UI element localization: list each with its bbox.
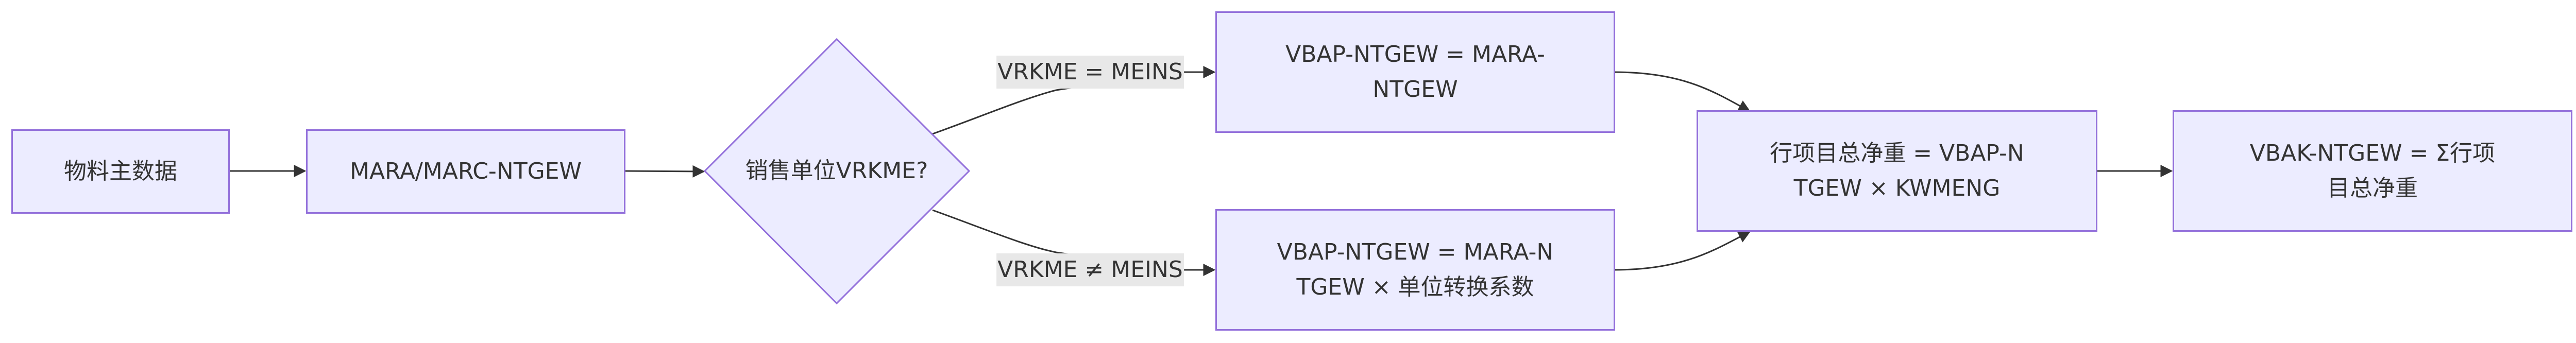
edge-decision-to-notequal [932,209,1216,276]
node-material-master-label: 物料主数据 [64,158,177,184]
node-vbap-equal-label: VBAP-NTGEW = MARA-NTGEW [1285,41,1545,102]
node-vbap-equal: VBAP-NTGEW = MARA-NTGEW [1215,11,1615,133]
node-header-net-weight: VBAK-NTGEW = Σ行项目总净重 [2173,110,2572,232]
node-vbap-conversion-label: VBAP-NTGEW = MARA-NTGEW × 单位转换系数 [1277,239,1554,300]
node-vbap-conversion: VBAP-NTGEW = MARA-NTGEW × 单位转换系数 [1215,209,1615,331]
decision-diamond-shape [703,38,971,305]
edge-label-not-equal: VRKME ≠ MEINS [996,253,1184,286]
edge-mara-to-decision [624,165,705,178]
edge-decision-to-equal [932,66,1216,135]
node-material-master: 物料主数据 [11,129,230,214]
node-item-net-weight: 行项目总净重 = VBAP-NTGEW × KWMENG [1697,110,2097,232]
edge-equal-to-item [1614,71,1751,112]
node-header-net-weight-label: VBAK-NTGEW = Σ行项目总净重 [2249,140,2496,201]
edge-label-equal: VRKME = MEINS [996,56,1184,89]
node-mara-marc-ntgew-label: MARA/MARC-NTGEW [349,158,582,184]
edge-notequal-to-item [1614,231,1751,271]
node-decision-label: 销售单位VRKME? [745,158,928,184]
node-mara-marc-ntgew: MARA/MARC-NTGEW [306,129,625,214]
node-item-net-weight-label: 行项目总净重 = VBAP-NTGEW × KWMENG [1770,140,2024,201]
